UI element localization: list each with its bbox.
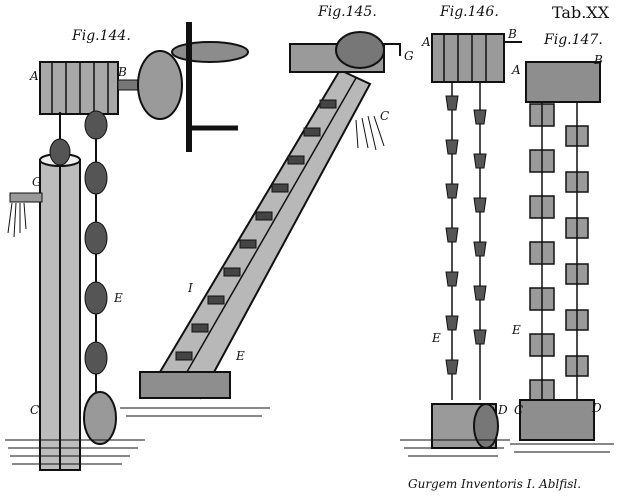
fig-144-drum [39,61,119,115]
fig-146-water [400,439,510,457]
fig-145-letter-I: I [187,281,193,295]
fig-145-water [120,407,270,417]
fig-146-letter-B: B [507,27,517,41]
fig-145-letter-E: E [235,349,245,363]
fig-146-letter-A: A [421,35,431,49]
engraver-signature: Gurgem Inventoris I. Ablfisl. [408,477,581,491]
fig-145-letter-G: G [404,49,414,63]
fig-144-water-jet [7,202,27,238]
fig-144-letter-C: C [30,403,39,417]
fig-144-chain [49,110,108,470]
fig-146-drum [431,33,505,83]
fig-147-top-drum [525,61,601,103]
fig-144-spout [9,192,43,203]
figure-144: Fig.144. [5,22,249,471]
fig-145-base [139,371,231,399]
fig-144-crown-wheel [171,41,249,63]
fig-145-paddles [175,99,337,361]
figure-146: Fig.146. A B E D [400,4,522,457]
fig-147-caption: Fig.147. [543,32,603,48]
fig-144-letter-A: A [29,69,39,83]
fig-147-letter-D: D [591,401,602,415]
fig-145-water-jet [355,115,385,151]
fig-144-bottom-wheel [83,391,117,445]
fig-144-caption: Fig.144. [71,28,131,44]
figure-145: Fig.145. C G I E [120,4,414,417]
fig-146-bucket-chain [445,82,487,400]
fig-147-bottom-box [519,399,595,441]
fig-144-letter-B: B [117,65,127,79]
fig-146-letter-D: D [497,403,508,417]
fig-144-gear-wheel [137,50,183,120]
plate-tab-label: Tab.XX [552,3,610,22]
fig-147-box-chain [529,103,589,403]
fig-145-crank [384,43,401,56]
fig-146-caption: Fig.146. [439,4,499,20]
fig-145-top-wheel [335,31,385,69]
fig-147-letter-C: C [514,403,523,417]
fig-147-letter-A: A [511,63,521,77]
fig-147-letter-E: E [511,323,521,337]
fig-144-water [5,439,145,465]
fig-147-water [510,443,614,453]
fig-145-letter-C: C [380,109,389,123]
fig-145-caption: Fig.145. [317,4,377,20]
fig-146-letter-E: E [431,331,441,345]
fig-144-letter-E: E [113,291,123,305]
fig-144-letter-G: G [32,175,42,189]
figure-147: Tab.XX Fig.147. A B E C D [510,3,614,453]
fig-147-letter-B: B [593,53,603,67]
